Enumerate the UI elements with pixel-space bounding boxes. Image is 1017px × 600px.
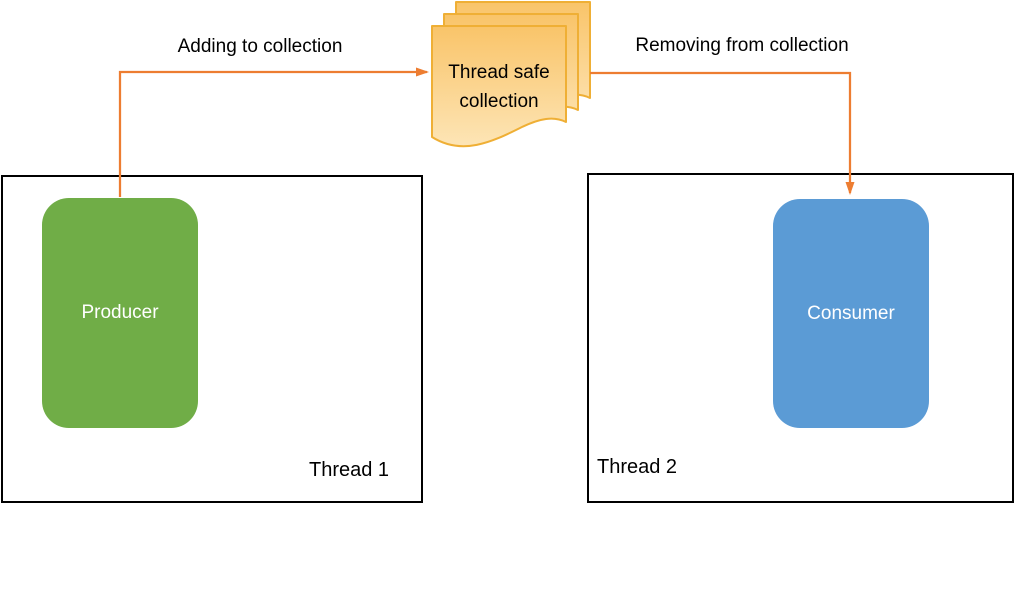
thread1-label: Thread 1	[309, 459, 390, 481]
collection-label: Thread safe collection	[448, 62, 550, 112]
consumer-label: Consumer	[807, 302, 895, 324]
adding-flow-label: Adding to collection	[177, 36, 343, 57]
producer-node: Producer	[42, 198, 198, 428]
removing-flow-label: Removing from collection	[635, 35, 849, 56]
consumer-node: Consumer	[773, 199, 929, 428]
thread2-label: Thread 2	[597, 456, 678, 478]
producer-label: Producer	[81, 302, 159, 323]
